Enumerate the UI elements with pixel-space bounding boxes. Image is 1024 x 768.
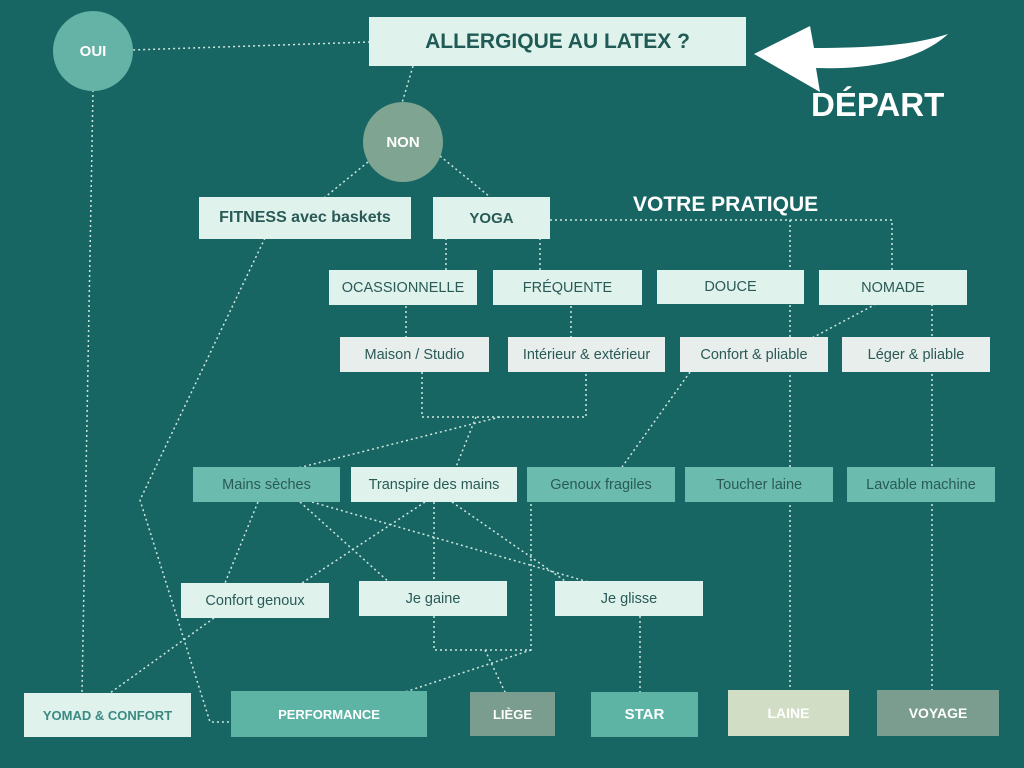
connector-non-fitness [323, 161, 369, 199]
connector-non-yoga [439, 155, 491, 198]
connector-yoga-practice [550, 219, 893, 270]
nomade-node: NOMADE [819, 270, 967, 305]
result-liege: LIÈGE [470, 692, 555, 736]
result-performance: PERFORMANCE [231, 691, 427, 737]
connector-transpire-confort-genoux [301, 501, 426, 584]
result-laine: LAINE [728, 690, 849, 736]
connector-gaine-liege [433, 502, 532, 651]
genoux-fragiles-node: Genoux fragiles [527, 467, 675, 502]
connector-maison-merge [421, 372, 587, 418]
connector-confort-genoux-yomad [109, 617, 215, 694]
mains-seches-node: Mains sèches [193, 467, 340, 502]
connector-nomade-confort [811, 303, 877, 339]
connector-merge-transpire [455, 416, 477, 468]
result-voyage: VOYAGE [877, 690, 999, 736]
connector-oui-yomad [81, 89, 94, 694]
interieur-exterieur-node: Intérieur & extérieur [508, 337, 665, 372]
leger-pliable-node: Léger & pliable [842, 337, 990, 372]
maison-studio-node: Maison / Studio [340, 337, 489, 372]
connector-merge-mains-seches [289, 416, 501, 471]
result-star: STAR [591, 692, 698, 737]
oui-circle: OUI [53, 11, 133, 91]
non-circle: NON [363, 102, 443, 182]
je-glisse-node: Je glisse [555, 581, 703, 616]
frequente-node: FRÉQUENTE [493, 270, 642, 305]
practice-heading: VOTRE PRATIQUE [633, 193, 819, 216]
lavable-machine-node: Lavable machine [847, 467, 995, 502]
latex-question: ALLERGIQUE AU LATEX ? [369, 17, 746, 66]
connector-genoux-performance [404, 649, 532, 693]
transpire-mains-node: Transpire des mains [351, 467, 517, 502]
yoga-node: YOGA [433, 197, 550, 239]
connector-confort-genoux-fragiles [621, 371, 691, 468]
confort-pliable-node: Confort & pliable [680, 337, 828, 372]
je-gaine-node: Je gaine [359, 581, 507, 616]
toucher-laine-node: Toucher laine [685, 467, 833, 502]
connector-mains-gaine [299, 501, 391, 584]
connector-liege-drop [484, 649, 506, 693]
result-yomad-confort: YOMAD & CONFORT [24, 693, 191, 737]
connector-fitness-performance [139, 237, 266, 723]
fitness-node: FITNESS avec baskets [199, 197, 411, 239]
confort-genoux-node: Confort genoux [181, 583, 329, 618]
curved-arrow-left-icon [754, 26, 948, 92]
connector-question-non [401, 65, 414, 104]
occasionnelle-node: OCASSIONNELLE [329, 270, 477, 305]
connector-mains-glisse [311, 501, 593, 584]
start-label: DÉPART [811, 86, 945, 123]
connector-question-oui [131, 41, 371, 51]
connector-mains-confort-genoux [224, 501, 259, 584]
connector-transpire-glisse [451, 501, 569, 584]
douce-node: DOUCE [657, 270, 804, 304]
